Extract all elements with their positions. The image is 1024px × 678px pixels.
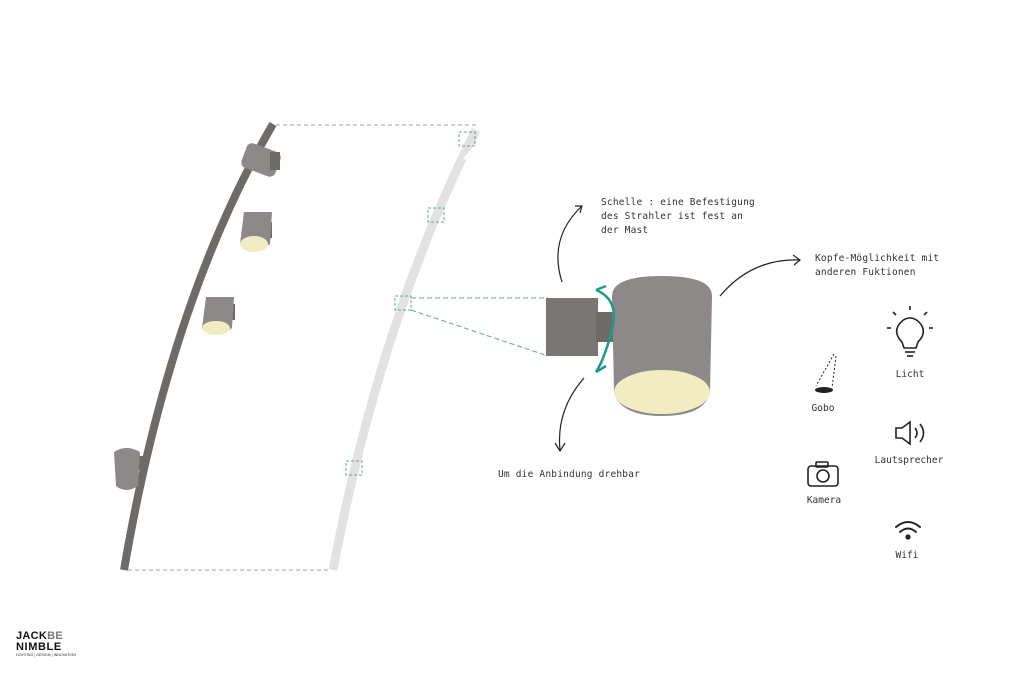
annotation-clamp: Schelle : eine Befestigung des Strahler … xyxy=(601,197,755,236)
lamp-bottom xyxy=(114,448,144,490)
rotate-arrow xyxy=(594,284,616,374)
logo-jack: JACK xyxy=(16,630,48,642)
lamp-detail xyxy=(546,276,712,416)
mast-joint-markers xyxy=(345,131,476,476)
icon-label-kamera: Kamera xyxy=(806,495,842,506)
annotation-rotate: Um die Anbindung drehbar xyxy=(498,469,641,480)
logo: JACKBE NIMBLE LIGHTING | DESIGN | INNOVA… xyxy=(16,631,76,658)
light-mast xyxy=(328,127,481,571)
lightbulb-icon xyxy=(887,306,933,357)
light-mast-gap xyxy=(463,146,483,166)
speaker-icon xyxy=(895,420,925,446)
gobo-icon xyxy=(815,353,837,393)
zoom-projection-lines xyxy=(410,297,549,357)
lamp-3 xyxy=(202,297,235,335)
icon-label-lautsprecher: Lautsprecher xyxy=(874,455,944,466)
wifi-icon xyxy=(895,521,921,540)
icon-label-licht: Licht xyxy=(895,369,925,380)
annotation-head: Kopfe-Möglichkeit mit anderen Fuktionen xyxy=(815,253,940,278)
logo-nimble: NIMBLE xyxy=(16,641,62,653)
icon-label-gobo: Gobo xyxy=(811,403,835,414)
dark-mast xyxy=(120,121,277,571)
logo-be: BE xyxy=(47,630,64,642)
camera-icon xyxy=(807,461,839,487)
annotation-arrows xyxy=(554,205,801,453)
lamp-top xyxy=(241,143,281,177)
lamp-2 xyxy=(240,212,272,252)
icon-label-wifi: Wifi xyxy=(895,550,919,561)
logo-tagline: LIGHTING | DESIGN | INNOVATION xyxy=(16,653,76,657)
frame-dashed-lines xyxy=(128,124,478,571)
